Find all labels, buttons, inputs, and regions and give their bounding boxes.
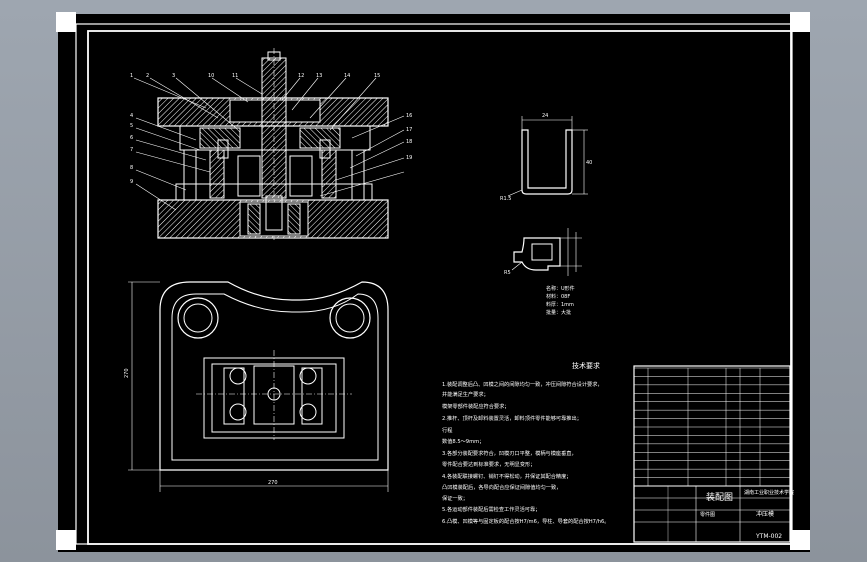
item-number: 8	[130, 165, 133, 171]
dimension-plan-height: 270	[124, 368, 130, 378]
part-note-name: 名称：U形件	[546, 285, 575, 292]
item-number: 7	[130, 147, 133, 153]
designer-label: 零件图	[700, 511, 715, 518]
dimension-part-width: 24	[542, 113, 548, 119]
dimension-plan-width: 270	[268, 480, 278, 486]
tech-req-line: 1.装配调整后凸、凹模之间的间隙均匀一致，冲压间隙符合设计要求，	[442, 380, 603, 388]
part-blank-view	[511, 228, 582, 276]
part-note-material: 材料：08F	[546, 293, 570, 300]
corner-mark-bottom-right	[790, 530, 810, 550]
tech-req-line: 保证一致；	[442, 494, 468, 502]
title-block: 装配图 湖南工业职业技术学院 冲压模 零件图 YTM-002	[633, 365, 794, 543]
tech-req-line: 6.凸模、凹模等与固定板的配合按H7/m6，导柱、导套的配合按H7/h6。	[442, 517, 609, 525]
part-name: 冲压模	[756, 510, 774, 518]
technical-requirements: 技术要求 1.装配调整后凸、凹模之间的间隙均匀一致，冲压间隙符合设计要求， 并能…	[442, 361, 609, 525]
dimension-part-height: 40	[586, 160, 592, 166]
item-number: 6	[130, 135, 133, 141]
item-number: 11	[232, 73, 238, 79]
tech-req-title: 技术要求	[572, 361, 600, 370]
corner-mark-top-right	[790, 12, 810, 32]
item-number: 4	[130, 113, 133, 119]
item-number: 13	[316, 73, 322, 79]
dimension-part-radius: R1.5	[500, 196, 511, 202]
part-u-view	[507, 116, 588, 197]
item-number: 10	[208, 73, 214, 79]
item-number: 18	[406, 139, 412, 145]
item-number: 3	[172, 73, 175, 79]
plan-view	[128, 281, 389, 492]
corner-mark-bottom-left	[56, 530, 76, 550]
inner-border	[87, 30, 792, 545]
tech-req-line: 4.各装配联接螺钉、销钉不得松动，并保证其配合精度；	[442, 472, 571, 480]
part-note-thickness: 料厚：1mm	[546, 301, 574, 308]
tech-req-line: 2.推杆、顶杆及卸料装置灵活，卸料顶件零件能够可靠推出；	[442, 414, 582, 422]
corner-mark-top-left	[56, 12, 76, 32]
item-number: 16	[406, 113, 412, 119]
tech-req-line: 3.各部分装配要求符合，凹模刃口平整，模柄与模座垂直，	[442, 449, 577, 457]
drawing-title: 装配图	[706, 491, 733, 503]
item-number: 15	[374, 73, 380, 79]
item-number: 12	[298, 73, 304, 79]
item-number: 14	[344, 73, 350, 79]
drawing-number: YTM-002	[755, 533, 782, 540]
front-section-view: 1 2 3 4 5 6 7 8 9 10 11 12 13 14 15 16 1…	[130, 48, 412, 240]
school-name: 湖南工业职业技术学院	[744, 489, 794, 496]
tech-req-line: 模架零部件装配应符合要求；	[442, 402, 509, 410]
item-number: 2	[146, 73, 149, 79]
tech-req-line: 数值8.5～9mm；	[442, 437, 484, 445]
item-number: 1	[130, 73, 133, 79]
item-number: 19	[406, 155, 412, 161]
item-number: 9	[130, 179, 133, 185]
item-number: 17	[406, 127, 412, 133]
tech-req-line: 5.各运动部件装配后需检查工作灵活可靠；	[442, 505, 540, 513]
tech-req-line: 并能满足生产要求；	[442, 390, 489, 398]
dimension-blank-radius: R5	[504, 270, 511, 276]
tech-req-line: 零件配合要达到标准要求，无明显变形；	[442, 460, 535, 468]
part-notes: 名称：U形件 材料：08F 料厚：1mm 批量：大批	[546, 285, 575, 316]
item-number: 5	[130, 123, 133, 129]
tech-req-line: 凸凹模装配后，各导向配合应保证间隙值均匀一致，	[442, 483, 561, 491]
part-note-batch: 批量：大批	[546, 309, 571, 316]
tech-req-line: 行程	[442, 426, 452, 434]
